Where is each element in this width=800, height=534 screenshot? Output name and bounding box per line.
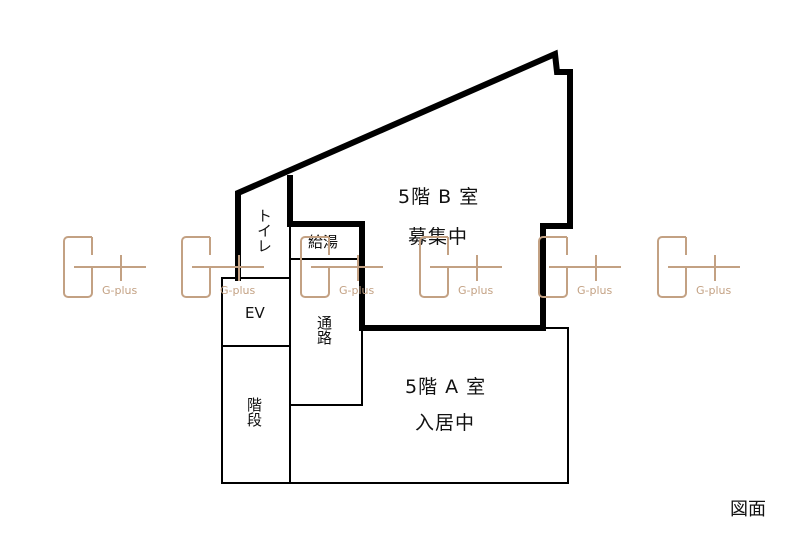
room-b-outer-wall (235, 49, 573, 331)
kitchenette-label: 給湯 (308, 233, 339, 251)
room-a-wall (290, 327, 569, 484)
stairs-label: 階段 (245, 397, 263, 427)
corridor-right-wall (290, 328, 363, 406)
floor-plan-caption: 図面 (730, 499, 766, 520)
room-b-status: 募集中 (408, 226, 469, 248)
room-a-name: 5階 A 室 (405, 376, 487, 398)
toilet-label: トイレ (255, 208, 273, 253)
room-a-status: 入居中 (415, 412, 476, 434)
corridor-label: 通路 (315, 315, 333, 345)
room-b-name: 5階 B 室 (398, 186, 480, 208)
elevator-label: EV (245, 304, 265, 322)
